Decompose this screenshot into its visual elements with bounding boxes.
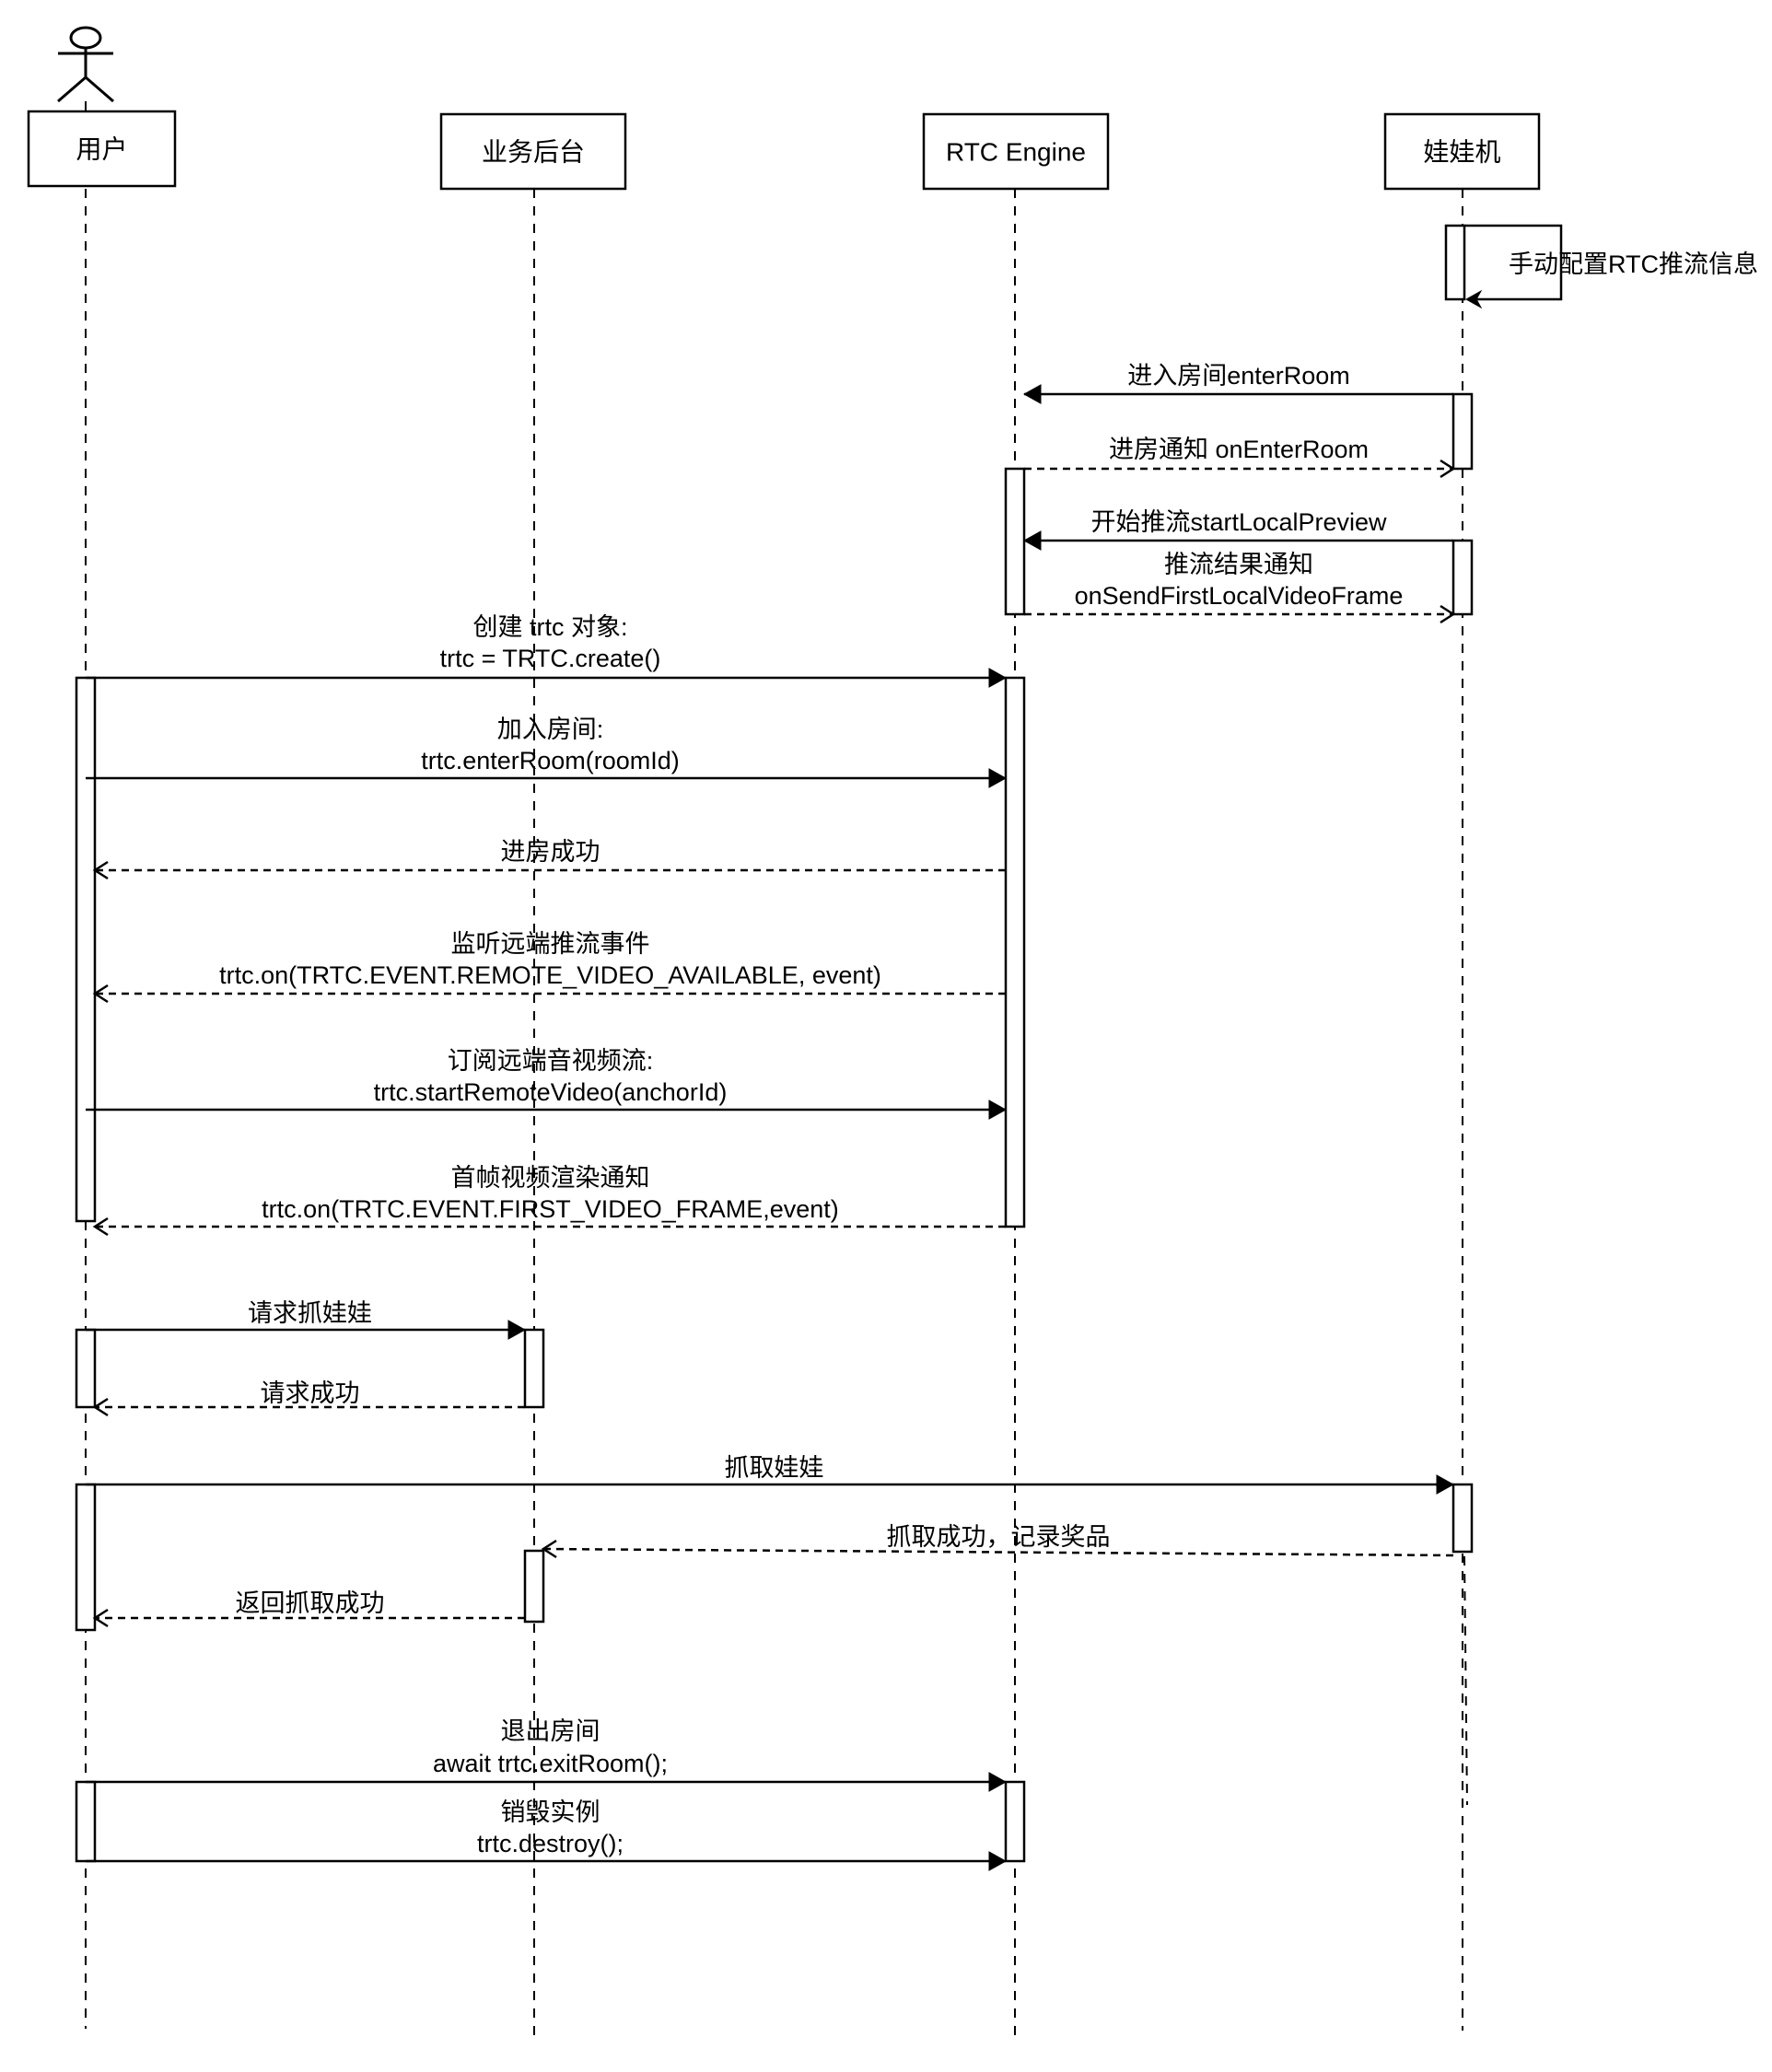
message-label: 请求成功 [261, 1379, 360, 1407]
message-label: 退出房间 [501, 1717, 600, 1745]
message-label: 销毁实例 [501, 1798, 600, 1826]
message-m5[interactable]: 推流结果通知 onSendFirstLocalVideoFrame [1024, 551, 1456, 624]
activation-bar-rtc [1004, 1780, 1026, 1863]
activation-bar-doll [1451, 1483, 1474, 1554]
message-code-label: trtc = TRTC.create() [440, 645, 661, 672]
activation-bars [75, 224, 1474, 1863]
filled-arrowhead-icon [1022, 384, 1042, 404]
activation-bar-user [75, 1780, 97, 1863]
message-label: 手动配置RTC推流信息 [1509, 250, 1758, 278]
activation-bar-rtc [1004, 676, 1026, 1228]
lifeline-doll-overlay [1463, 1555, 1468, 1806]
message-code-label: onSendFirstLocalVideoFrame [1075, 582, 1404, 610]
filled-arrowhead-icon [1436, 1474, 1455, 1495]
message-m9[interactable]: 监听远端推流事件 trtc.on(TRTC.EVENT.REMOTE_VIDEO_… [92, 930, 1006, 1004]
participant-label: 娃娃机 [1423, 138, 1500, 167]
message-arrow-line [542, 1547, 1454, 1557]
message-m8[interactable]: 进房成功 [92, 838, 1006, 880]
actor-head [69, 26, 102, 50]
participant-backend[interactable]: 业务后台 [439, 112, 627, 191]
activation-bar-user [75, 676, 97, 1223]
message-m18[interactable]: 销毁实例 trtc.destroy(); [86, 1798, 1008, 1871]
message-label: 进入房间enterRoom [1127, 362, 1350, 390]
activation-bar-user [75, 1328, 97, 1409]
activation-bar-backend [523, 1549, 545, 1624]
message-label: 开始推流startLocalPreview [1090, 508, 1387, 536]
message-code-label: trtc.startRemoteVideo(anchorId) [374, 1078, 728, 1106]
activation-bar-doll [1444, 224, 1466, 301]
message-label: 进房成功 [501, 838, 600, 866]
message-label: 返回抓取成功 [236, 1589, 385, 1617]
participant-user[interactable]: 用户 [27, 110, 177, 188]
message-label: 推流结果通知 [1164, 551, 1313, 578]
participant-boxes: 用户 业务后台 RTC Engine 娃娃机 [27, 110, 1541, 191]
open-arrowhead-icon [92, 1216, 109, 1237]
message-label: 创建 trtc 对象: [473, 613, 628, 641]
message-label: 加入房间: [497, 716, 604, 743]
filled-arrowhead-icon [988, 1100, 1008, 1120]
filled-arrowhead-icon [507, 1320, 527, 1340]
message-m12[interactable]: 请求抓娃娃 [86, 1299, 527, 1340]
message-label: 订阅远端音视频流: [448, 1047, 654, 1075]
participant-box [27, 110, 177, 188]
message-m14[interactable]: 抓取娃娃 [86, 1454, 1455, 1495]
filled-arrowhead-icon [988, 768, 1008, 788]
self-call-arrow [1464, 224, 1563, 301]
message-code-label: trtc.destroy(); [477, 1830, 624, 1857]
participant-label: RTC Engine [946, 138, 1086, 167]
activation-bar-rtc [1004, 467, 1026, 616]
message-m2[interactable]: 进入房间enterRoom [1022, 362, 1453, 404]
filled-arrowhead-icon [988, 1851, 1008, 1871]
message-m6[interactable]: 创建 trtc 对象: trtc = TRTC.create() [86, 613, 1008, 688]
message-code-label: trtc.on(TRTC.EVENT.FIRST_VIDEO_FRAME,eve… [262, 1195, 839, 1223]
message-m15[interactable]: 抓取成功，记录奖品 [541, 1523, 1454, 1559]
actor-stick-figure-icon [57, 26, 114, 103]
open-arrowhead-icon [92, 860, 109, 880]
open-arrowhead-icon [1440, 459, 1456, 479]
actor-right-leg [85, 76, 114, 103]
message-code-label: trtc.enterRoom(roomId) [421, 747, 680, 774]
open-arrowhead-icon [92, 1608, 109, 1628]
message-m7[interactable]: 加入房间: trtc.enterRoom(roomId) [86, 716, 1008, 788]
open-arrowhead-icon [1440, 604, 1456, 624]
participant-box [1383, 112, 1541, 191]
message-label: 请求抓娃娃 [248, 1299, 372, 1327]
activation-bar-user [75, 1483, 97, 1632]
open-arrowhead-icon [92, 984, 109, 1004]
message-code-label: await trtc.exitRoom(); [433, 1750, 668, 1777]
message-m17[interactable]: 退出房间 await trtc.exitRoom(); [86, 1717, 1008, 1792]
open-arrowhead-icon [541, 1539, 557, 1559]
message-m13[interactable]: 请求成功 [92, 1379, 525, 1417]
participant-label: 业务后台 [482, 138, 585, 167]
participant-doll[interactable]: 娃娃机 [1383, 112, 1541, 191]
participant-rtc[interactable]: RTC Engine [922, 112, 1110, 191]
activation-bar-backend [523, 1328, 545, 1409]
lifelines [85, 101, 1468, 2043]
open-arrowhead-icon [92, 1397, 109, 1417]
filled-arrowhead-icon [1022, 530, 1042, 551]
message-m11[interactable]: 首帧视频渲染通知 trtc.on(TRTC.EVENT.FIRST_VIDEO_F… [92, 1164, 1006, 1237]
message-m10[interactable]: 订阅远端音视频流: trtc.startRemoteVideo(anchorId) [86, 1047, 1008, 1120]
activation-bar-doll [1451, 392, 1474, 471]
message-label: 监听远端推流事件 [451, 930, 650, 958]
message-label: 抓取娃娃 [725, 1454, 824, 1482]
arrowhead-icon [1464, 289, 1483, 309]
message-label: 首帧视频渲染通知 [451, 1164, 650, 1192]
filled-arrowhead-icon [988, 1772, 1008, 1792]
message-label: 抓取成功，记录奖品 [887, 1523, 1111, 1551]
participant-box [439, 112, 627, 191]
actor-left-leg [57, 76, 87, 103]
message-m4[interactable]: 开始推流startLocalPreview [1022, 508, 1453, 551]
activation-bar-doll [1451, 539, 1474, 616]
message-code-label: trtc.on(TRTC.EVENT.REMOTE_VIDEO_AVAILABL… [219, 961, 881, 989]
message-m3[interactable]: 进房通知 onEnterRoom [1024, 436, 1456, 479]
message-label: 进房通知 onEnterRoom [1109, 436, 1369, 463]
filled-arrowhead-icon [988, 668, 1008, 688]
participant-label: 用户 [76, 135, 127, 164]
message-m1[interactable]: 手动配置RTC推流信息 [1464, 224, 1758, 309]
message-m16[interactable]: 返回抓取成功 [92, 1589, 525, 1628]
participant-box [922, 112, 1110, 191]
